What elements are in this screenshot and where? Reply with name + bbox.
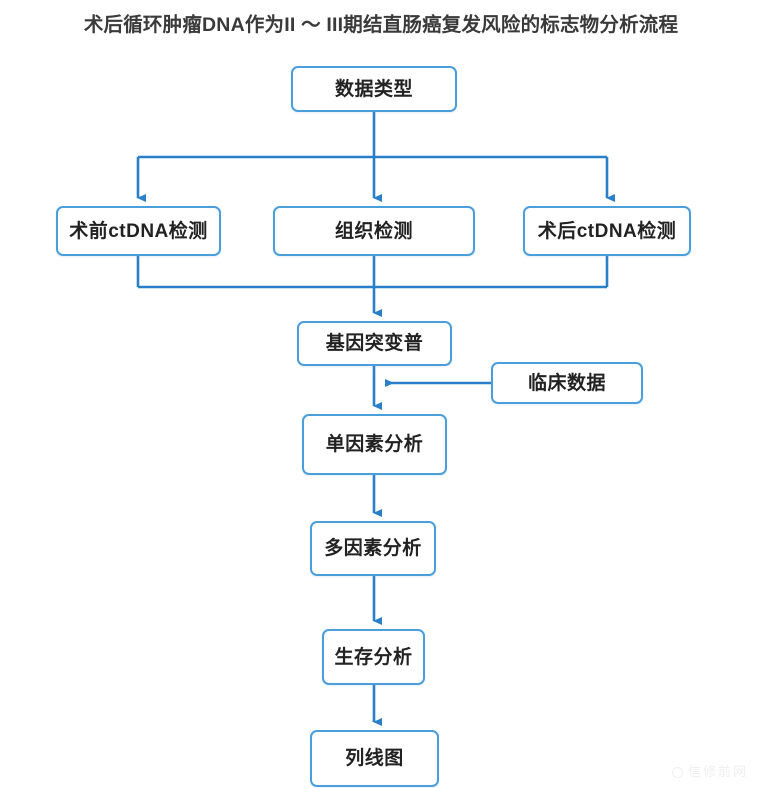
node-survival-analysis[interactable]: 生存分析	[322, 629, 425, 685]
node-postop-ctdna-label: 术后ctDNA检测	[537, 220, 677, 242]
node-multivariate-analysis[interactable]: 多因素分析	[310, 521, 436, 576]
node-preop-ctdna-label: 术前ctDNA检测	[69, 220, 208, 242]
node-gene-mutation-label: 基因突变普	[325, 333, 424, 354]
node-gene-mutation[interactable]: 基因突变普	[297, 321, 452, 366]
node-tissue-test[interactable]: 组织检测	[273, 206, 475, 256]
node-data-type[interactable]: 数据类型	[291, 66, 457, 112]
node-clinical-data[interactable]: 临床数据	[491, 362, 643, 404]
node-postop-ctdna[interactable]: 术后ctDNA检测	[523, 206, 691, 256]
watermark-logo-icon	[671, 767, 683, 779]
node-multivariate-analysis-label: 多因素分析	[324, 538, 422, 559]
node-univariate-analysis-label: 单因素分析	[325, 434, 424, 455]
node-nomogram-label: 列线图	[345, 748, 404, 769]
node-nomogram[interactable]: 列线图	[310, 730, 439, 787]
node-univariate-analysis[interactable]: 单因素分析	[302, 414, 447, 475]
watermark: 信修前网	[671, 761, 748, 780]
node-survival-analysis-label: 生存分析	[334, 646, 413, 668]
page-title: 术后循环肿瘤DNA作为II ～ III期结直肠癌复发风险的标志物分析流程	[83, 14, 679, 36]
node-tissue-test-label: 组织检测	[334, 220, 413, 242]
node-data-type-label: 数据类型	[334, 78, 413, 100]
node-clinical-data-label: 临床数据	[527, 372, 606, 394]
watermark-text: 信修前网	[687, 764, 748, 779]
node-preop-ctdna[interactable]: 术前ctDNA检测	[56, 206, 221, 256]
